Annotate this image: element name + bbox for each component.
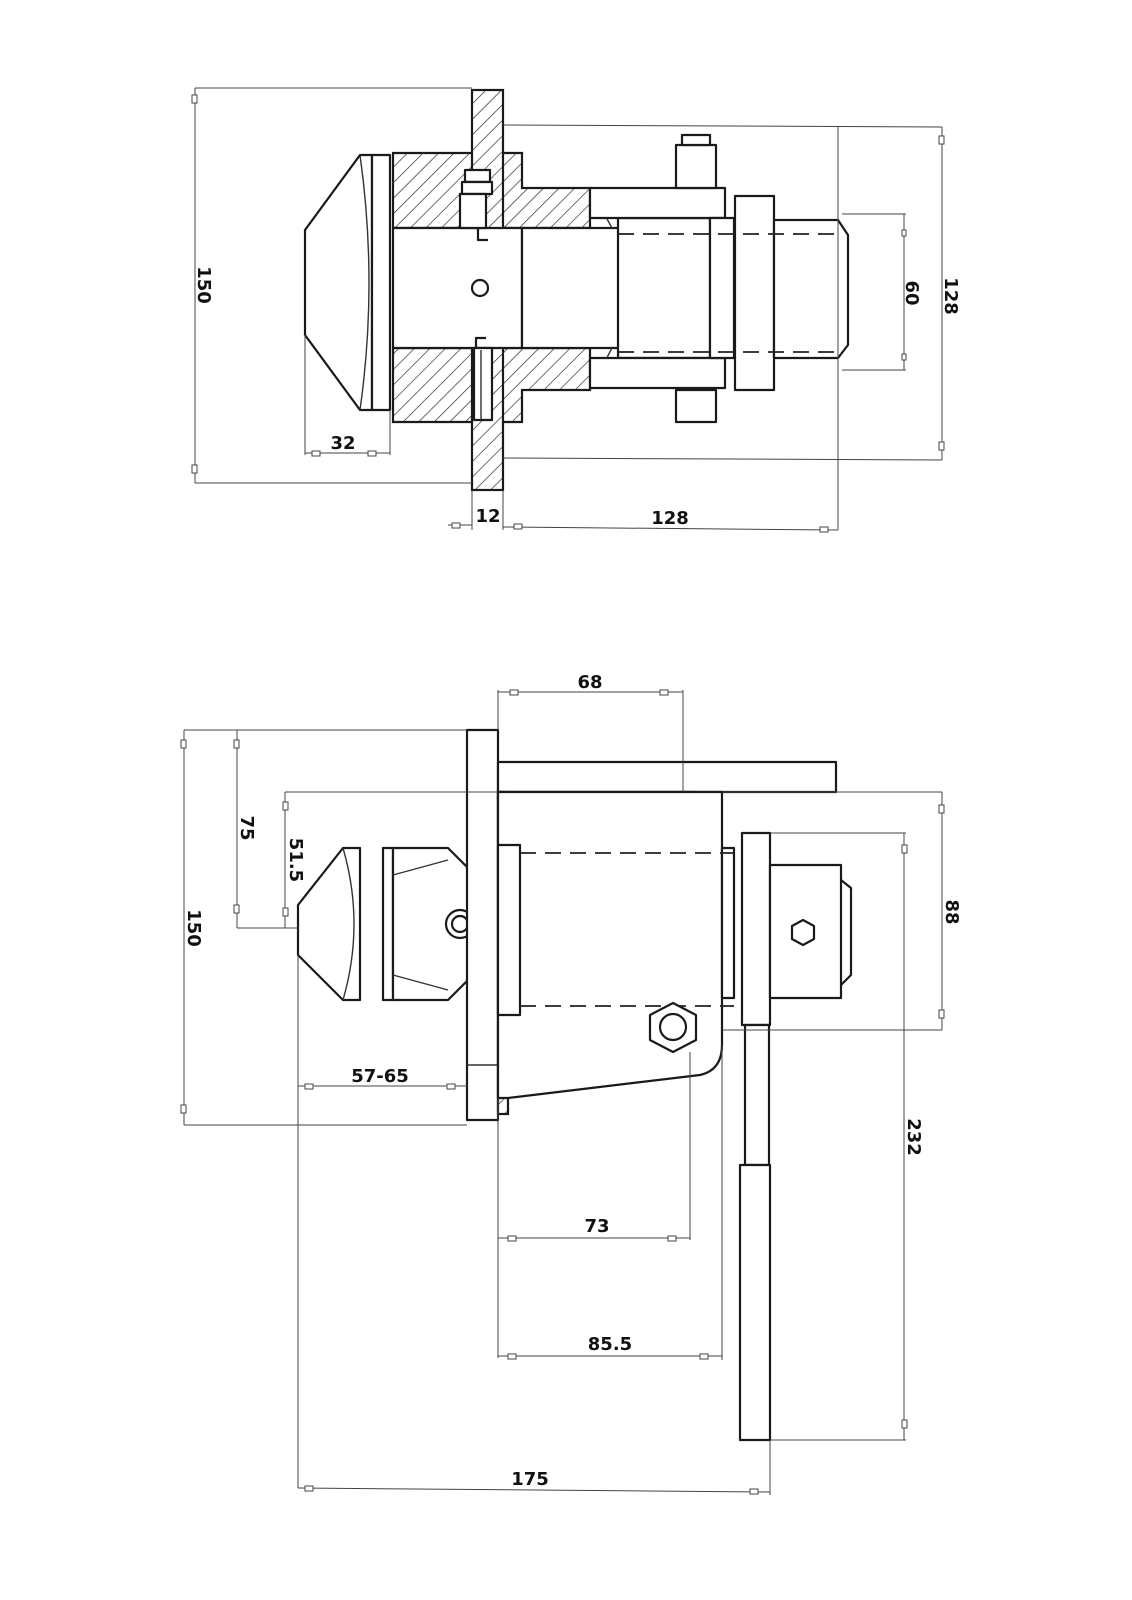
dim-top-150: 150 bbox=[191, 87, 472, 484]
label-bottom-73: 73 bbox=[584, 1216, 609, 1237]
label-top-32: 32 bbox=[330, 433, 355, 454]
dim-bottom-68: 68 bbox=[497, 672, 684, 792]
dim-top-12: 12 bbox=[448, 490, 504, 530]
label-top-128-right: 128 bbox=[940, 277, 961, 315]
dim-bottom-232: 232 bbox=[770, 832, 924, 1441]
bottom-lever-lower bbox=[738, 1163, 772, 1442]
label-bottom-57-65: 57-65 bbox=[351, 1066, 409, 1087]
top-tube-body bbox=[520, 226, 634, 350]
bottom-right-boss bbox=[720, 846, 736, 1000]
top-center-hole bbox=[470, 278, 490, 298]
top-bore bbox=[391, 226, 524, 350]
top-clamp-bar-upper bbox=[588, 186, 727, 220]
top-tube-sleeve bbox=[616, 216, 712, 360]
bottom-side-view: 68 150 75 51.5 bbox=[180, 672, 962, 1495]
top-lower-screw bbox=[472, 336, 494, 422]
dim-top-32: 32 bbox=[304, 335, 391, 457]
bottom-neck bbox=[391, 846, 470, 1002]
label-bottom-68: 68 bbox=[577, 672, 602, 693]
top-end-cap bbox=[772, 218, 850, 360]
top-upper-screw bbox=[458, 168, 494, 242]
dim-bottom-175: 175 bbox=[297, 1440, 771, 1495]
label-bottom-150: 150 bbox=[183, 909, 204, 947]
bottom-top-arm bbox=[496, 760, 838, 794]
label-bottom-51-5: 51.5 bbox=[285, 838, 306, 882]
bottom-nose-cone bbox=[296, 846, 362, 1002]
bottom-nose-collar bbox=[381, 846, 395, 1002]
bottom-flange-plate bbox=[465, 728, 500, 1122]
label-top-150: 150 bbox=[193, 266, 214, 304]
label-bottom-88: 88 bbox=[941, 899, 962, 924]
label-top-12: 12 bbox=[475, 506, 500, 527]
dim-top-128-right: 128 bbox=[502, 124, 961, 461]
bottom-hex-bolt bbox=[790, 918, 816, 947]
label-bottom-85-5: 85.5 bbox=[588, 1334, 632, 1355]
top-nose-cone bbox=[303, 153, 374, 412]
bottom-lever-upper bbox=[740, 831, 772, 1027]
top-nose-collar bbox=[370, 153, 392, 412]
top-nut-upper bbox=[674, 143, 718, 190]
label-bottom-232: 232 bbox=[903, 1118, 924, 1156]
dim-top-128-bottom: 128 bbox=[502, 127, 839, 533]
dim-bottom-88: 88 bbox=[722, 791, 962, 1031]
bottom-lever-mid bbox=[743, 1023, 771, 1167]
top-clamp-bar-lower bbox=[588, 356, 727, 390]
label-top-128-bottom: 128 bbox=[651, 508, 689, 529]
dim-bottom-57-65: 57-65 bbox=[297, 955, 467, 1488]
label-bottom-175: 175 bbox=[511, 1469, 549, 1490]
top-section-view: 150 128 60 32 bbox=[191, 87, 961, 533]
dim-bottom-51-5: 51.5 bbox=[282, 791, 498, 928]
label-top-60: 60 bbox=[901, 280, 922, 305]
bottom-main-body bbox=[496, 790, 724, 1100]
label-bottom-75: 75 bbox=[236, 815, 257, 840]
dim-bottom-85-5: 85.5 bbox=[498, 1045, 723, 1360]
bottom-inner-boss bbox=[496, 843, 522, 1017]
dim-top-60: 60 bbox=[842, 213, 922, 371]
bottom-pivot-nut bbox=[648, 1001, 698, 1054]
top-nut-lower bbox=[674, 388, 718, 424]
dim-bottom-75: 75 bbox=[233, 730, 298, 929]
top-disc bbox=[708, 216, 736, 360]
dim-bottom-73: 73 bbox=[497, 1052, 691, 1358]
top-end-flange bbox=[733, 194, 776, 392]
dim-bottom-150: 150 bbox=[180, 729, 467, 1126]
